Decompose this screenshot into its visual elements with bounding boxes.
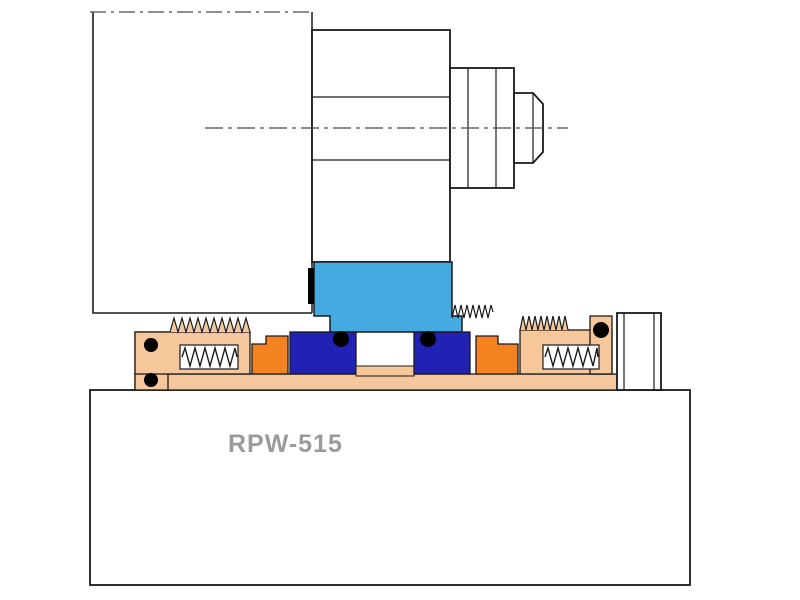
- right-oring: [593, 322, 609, 338]
- gland-flange: [311, 29, 451, 263]
- housing-outline: [92, 12, 312, 314]
- right-elastomer: [475, 335, 519, 375]
- seal-ring-left-oring: [333, 331, 349, 347]
- right-serration-teeth: [520, 316, 568, 330]
- part-label: RPW-515: [228, 430, 343, 458]
- left-elastomer: [251, 335, 289, 375]
- left-spring: [181, 345, 238, 369]
- driver-serration: [451, 304, 494, 319]
- seal-driver: [313, 261, 463, 333]
- shaft-body: [89, 389, 691, 586]
- right-spring: [544, 345, 599, 369]
- left-oring-bottom: [144, 373, 158, 387]
- seal-driver-key: [308, 268, 314, 304]
- left-oring-top: [144, 338, 158, 352]
- seal-ring-gap-sleeve: [355, 365, 415, 377]
- seal-ring-right-oring: [420, 331, 436, 347]
- left-serration-outline: [169, 315, 251, 335]
- right-serration-outline: [519, 315, 569, 331]
- left-serration-teeth: [170, 318, 250, 332]
